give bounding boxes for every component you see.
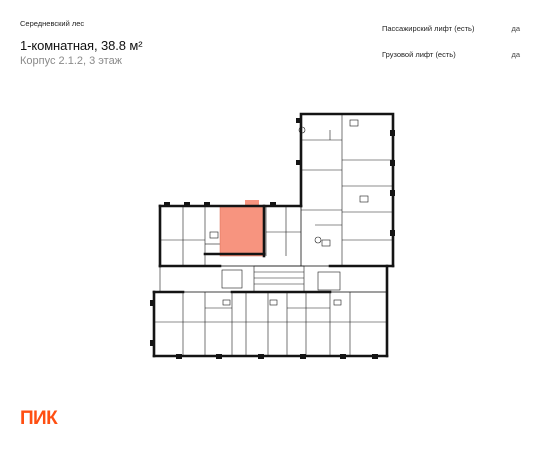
feature-label: Пассажирский лифт (есть) <box>382 24 475 33</box>
feature-value: да <box>511 50 520 59</box>
feature-label: Грузовой лифт (есть) <box>382 50 456 59</box>
feature-value: да <box>511 24 520 33</box>
building-floor: Корпус 2.1.2, 3 этаж <box>20 55 123 67</box>
feature-row-freight-lift: Грузовой лифт (есть) да <box>382 50 520 59</box>
apartment-title: 1-комнатная, 38.8 м² <box>20 38 143 53</box>
floor-plan <box>150 112 395 359</box>
project-name: Середневский лес <box>20 19 85 28</box>
feature-row-passenger-lift: Пассажирский лифт (есть) да <box>382 24 520 33</box>
highlighted-apartment <box>219 205 265 257</box>
pik-logo: ПИК <box>20 408 58 429</box>
